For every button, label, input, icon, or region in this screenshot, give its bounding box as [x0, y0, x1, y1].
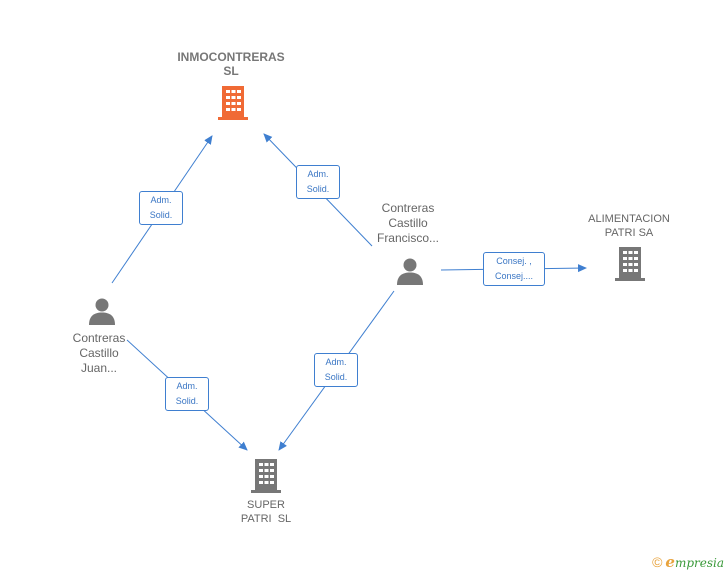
- node-label-contreras-castillo-francisco[interactable]: Contreras Castillo Francisco...: [358, 201, 458, 246]
- node-label-contreras-castillo-juan[interactable]: Contreras Castillo Juan...: [49, 331, 149, 376]
- node-label-line: Juan...: [80, 361, 118, 375]
- building-icon[interactable]: [615, 247, 645, 281]
- copyright-symbol: ©: [652, 554, 663, 570]
- edge-label-francisco-alimentacion[interactable]: Consej. , Consej....: [483, 252, 545, 286]
- node-label-line: Contreras: [72, 331, 126, 345]
- person-icon[interactable]: [88, 297, 116, 325]
- edge-label-line: Adm.: [150, 195, 172, 205]
- edge-label-line: Solid.: [175, 396, 199, 406]
- node-label-line: PATRI SA: [604, 227, 654, 239]
- node-label-inmocontreras[interactable]: INMOCONTRERAS SL: [164, 50, 298, 78]
- edge-label-francisco-inmocontreras[interactable]: Adm. Solid.: [296, 165, 340, 199]
- brand-logo: empresia: [665, 553, 724, 571]
- brand-logo-rest: mpresia: [674, 556, 724, 570]
- building-icon[interactable]: [218, 86, 248, 120]
- edge-label-line: Consej. ,: [496, 256, 532, 266]
- edge-label-francisco-super-patri[interactable]: Adm. Solid.: [314, 353, 358, 387]
- node-label-line: Castillo: [79, 346, 119, 360]
- edge-label-line: Solid.: [149, 210, 173, 220]
- edge-label-line: Solid.: [306, 184, 330, 194]
- edge-label-juan-super-patri[interactable]: Adm. Solid.: [165, 377, 209, 411]
- node-label-line: SUPER: [247, 499, 285, 511]
- node-label-line: Contreras: [381, 201, 435, 215]
- node-label-line: PATRI SL: [240, 513, 292, 525]
- node-label-alimentacion-patri[interactable]: ALIMENTACION PATRI SA: [574, 212, 684, 240]
- node-label-line: SL: [223, 64, 239, 78]
- brand-logo-initial: e: [665, 553, 675, 571]
- node-label-line: ALIMENTACION: [588, 213, 670, 225]
- edge-label-line: Adm.: [176, 381, 198, 391]
- node-label-line: INMOCONTRERAS: [177, 50, 285, 64]
- node-label-line: Francisco...: [376, 231, 439, 245]
- building-icon[interactable]: [251, 459, 281, 493]
- brand-footer: ©empresia: [652, 553, 724, 571]
- person-icon[interactable]: [396, 257, 424, 285]
- edge-label-juan-inmocontreras[interactable]: Adm. Solid.: [139, 191, 183, 225]
- edge-label-line: Adm.: [307, 169, 329, 179]
- node-label-super-patri[interactable]: SUPER PATRI SL: [216, 498, 316, 526]
- edge-label-line: Solid.: [324, 372, 348, 382]
- node-label-line: Castillo: [388, 216, 428, 230]
- edge-label-line: Adm.: [325, 357, 347, 367]
- edge-label-line: Consej....: [494, 271, 534, 281]
